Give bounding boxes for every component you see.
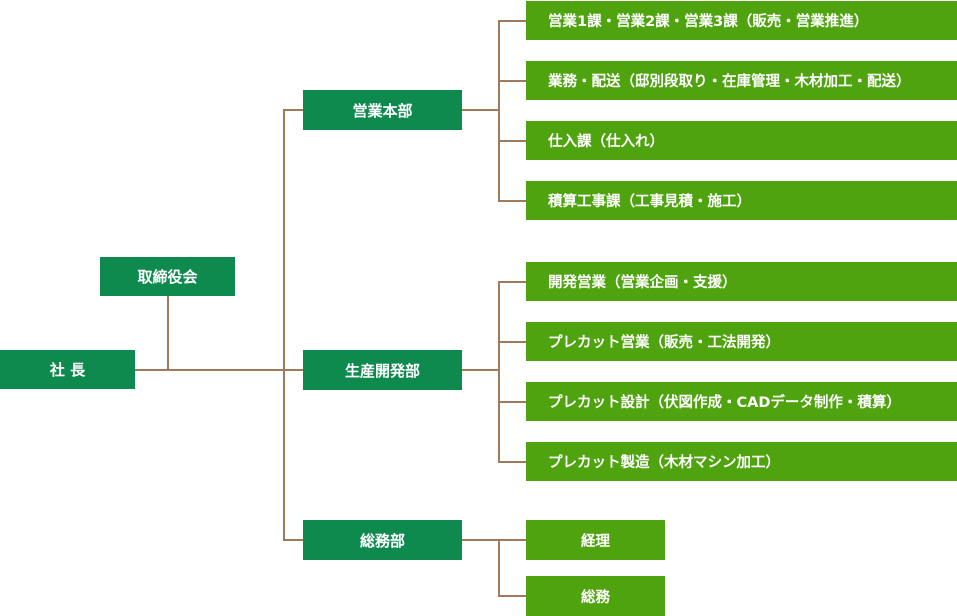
unit-sales-1: 営業1課・営業2課・営業3課（販売・営業推進）	[526, 1, 957, 40]
president-box: 社 長	[0, 350, 135, 389]
connector-sales-unit-1	[498, 20, 526, 22]
connector-production-unit-3	[498, 401, 526, 403]
unit-general-2: 総務	[526, 576, 665, 616]
connector-production-unit-1	[498, 281, 526, 283]
dept-general-affairs: 総務部	[303, 520, 462, 560]
unit-sales-2: 業務・配送（邸別段取り・在庫管理・木材加工・配送）	[526, 61, 957, 100]
unit-production-2: プレカット営業（販売・工法開発）	[526, 322, 957, 361]
connector-sales-unit-2	[498, 80, 526, 82]
dept-production-dev: 生産開発部	[303, 350, 462, 390]
board-box: 取締役会	[100, 257, 235, 296]
connector-production-out	[462, 369, 500, 371]
connector-general-unit-2	[498, 595, 526, 597]
unit-production-4: プレカット製造（木材マシン加工）	[526, 442, 957, 481]
connector-production-dev	[283, 369, 303, 371]
unit-production-1: 開発営業（営業企画・支援）	[526, 262, 957, 301]
connector-general-out	[462, 539, 526, 541]
unit-production-3: プレカット設計（伏図作成・CADデータ制作・積算）	[526, 382, 957, 421]
connector-sales-hq-spine	[498, 20, 500, 202]
connector-sales-hq	[283, 109, 303, 111]
unit-sales-3: 仕入課（仕入れ）	[526, 121, 957, 160]
unit-general-1: 経理	[526, 520, 665, 560]
connector-sales-unit-4	[498, 200, 526, 202]
connector-dept-spine	[283, 109, 285, 541]
connector-production-unit-4	[498, 461, 526, 463]
connector-sales-hq-out	[462, 109, 500, 111]
connector-production-unit-2	[498, 341, 526, 343]
connector-production-spine	[498, 281, 500, 463]
dept-sales-hq: 営業本部	[303, 90, 462, 130]
connector-general-spine	[498, 539, 500, 597]
connector-sales-unit-3	[498, 140, 526, 142]
connector-board-drop	[167, 296, 169, 371]
connector-general-affairs	[283, 539, 303, 541]
unit-sales-4: 積算工事課（工事見積・施工）	[526, 181, 957, 220]
connector-president-trunk	[135, 369, 285, 371]
